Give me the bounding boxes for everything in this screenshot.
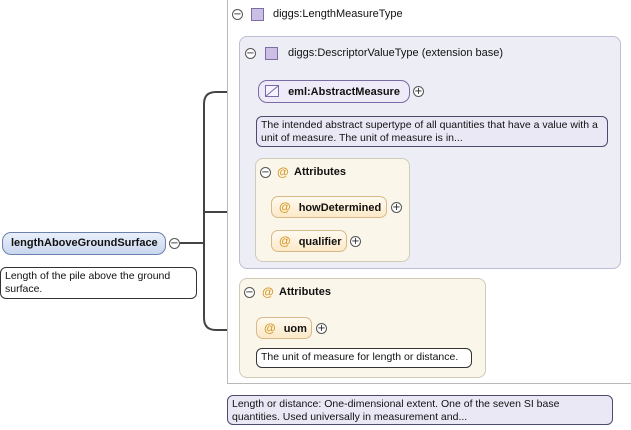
attribute-icon: @ — [264, 321, 276, 335]
extension-name: diggs:DescriptorValueType (extension bas… — [288, 47, 504, 59]
expand-qualifier-button[interactable]: + — [350, 236, 361, 247]
expand-howdetermined-button[interactable]: + — [391, 202, 402, 213]
collapse-extension-button[interactable]: − — [245, 48, 256, 59]
attributes-icon: @ — [262, 285, 274, 299]
attribute-howdetermined-label: howDetermined — [298, 202, 382, 214]
uom-doc: The unit of measure for length or distan… — [256, 348, 472, 368]
extension-attributes-label: Attributes — [294, 166, 346, 178]
type-doc: Length or distance: One-dimensional exte… — [227, 395, 613, 425]
collapse-root-element-button[interactable]: − — [169, 238, 180, 249]
attribute-qualifier-label: qualifier — [298, 236, 342, 248]
complex-type-icon — [251, 8, 264, 21]
abstract-measure-element[interactable]: eml:AbstractMeasure — [258, 80, 410, 103]
attribute-uom[interactable]: @ uom — [256, 317, 312, 339]
expand-abstract-measure-button[interactable]: + — [413, 86, 424, 97]
expand-uom-button[interactable]: + — [316, 323, 327, 334]
type-name: diggs:LengthMeasureType — [273, 8, 403, 20]
abstract-element-icon — [265, 85, 279, 97]
attribute-uom-label: uom — [283, 323, 307, 335]
root-element-doc: Length of the pile above the ground surf… — [0, 267, 197, 299]
collapse-extension-attributes-button[interactable]: − — [260, 167, 271, 178]
attribute-icon: @ — [279, 234, 291, 248]
root-element-lengthabovegroundsurface[interactable]: lengthAboveGroundSurface — [2, 232, 166, 255]
extension-type-icon — [265, 47, 278, 60]
abstract-measure-doc: The intended abstract supertype of all q… — [256, 116, 608, 147]
attribute-howdetermined[interactable]: @ howDetermined — [271, 196, 387, 218]
attributes-icon: @ — [277, 165, 289, 179]
type-attributes-label: Attributes — [279, 286, 331, 298]
attribute-qualifier[interactable]: @ qualifier — [271, 230, 347, 252]
attribute-icon: @ — [279, 200, 291, 214]
collapse-type-button[interactable]: − — [232, 9, 243, 20]
collapse-type-attributes-button[interactable]: − — [244, 287, 255, 298]
abstract-measure-label: eml:AbstractMeasure — [288, 86, 400, 98]
